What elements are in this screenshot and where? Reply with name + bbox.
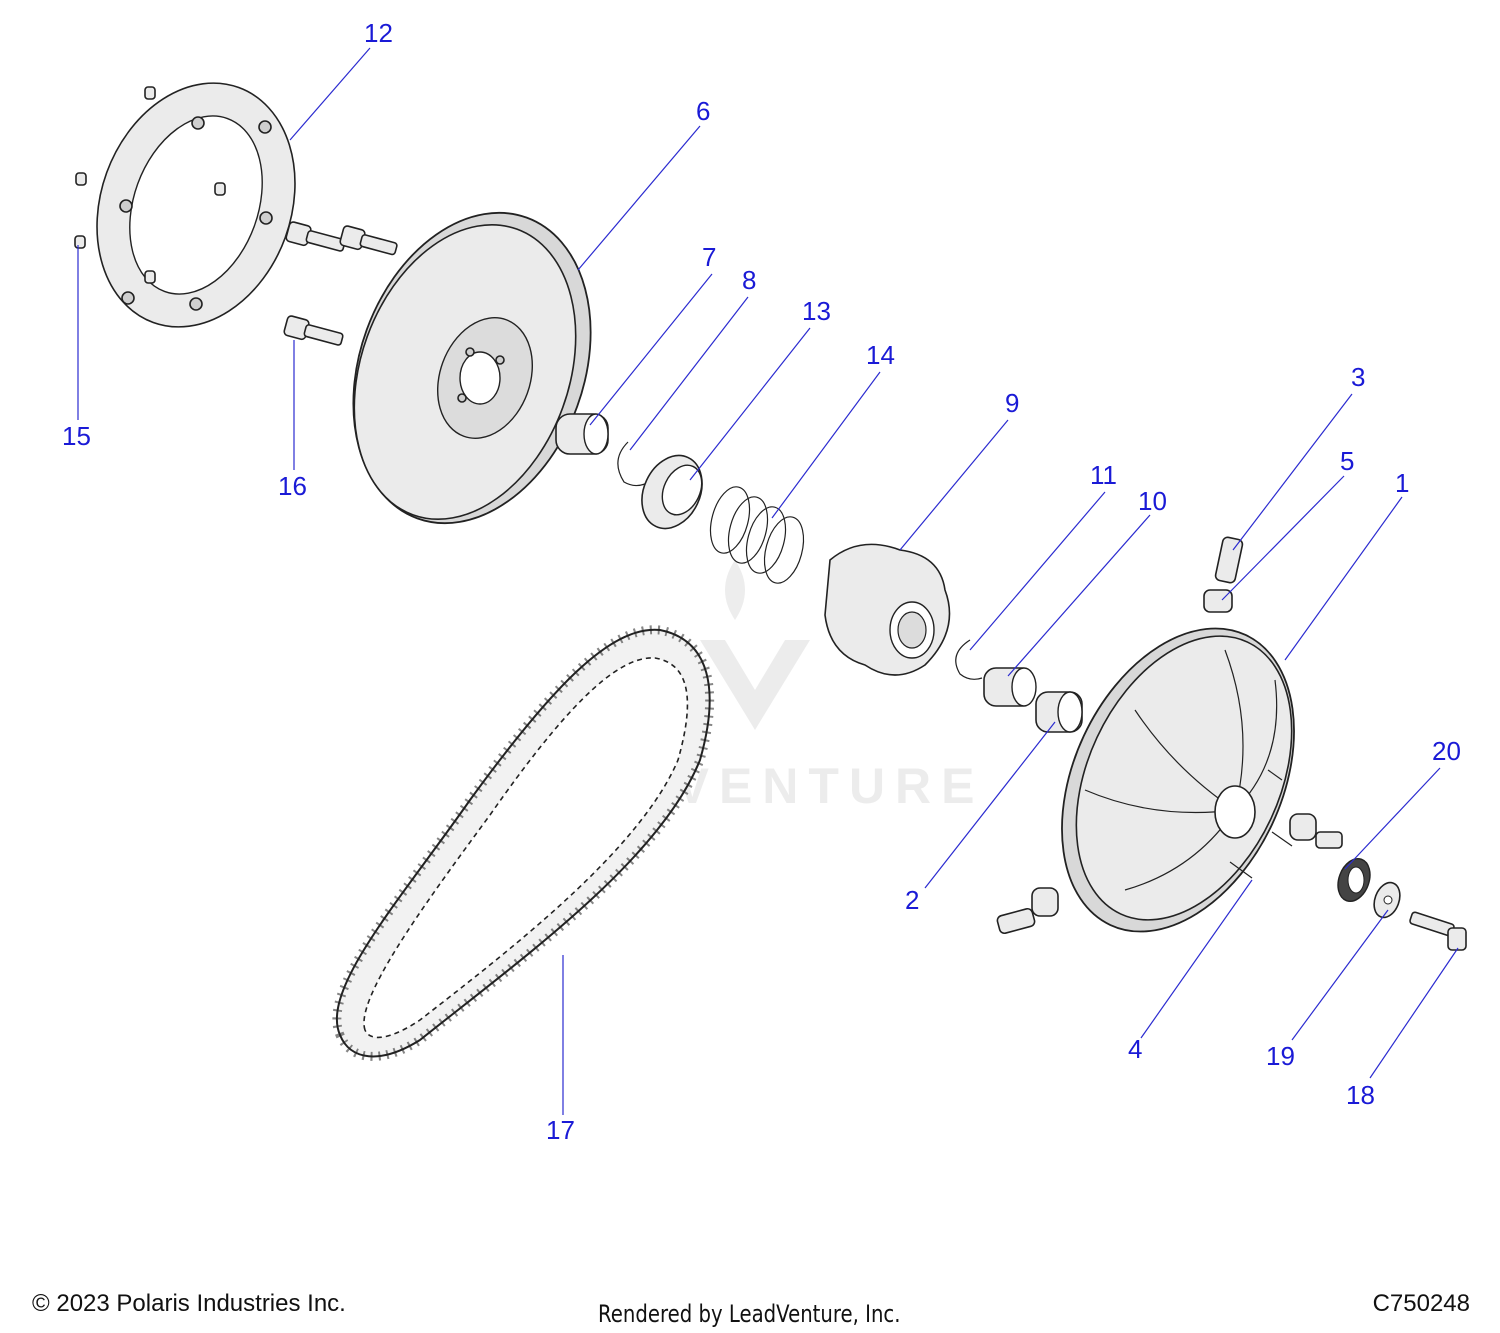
- part-18-bolt: [1409, 911, 1467, 951]
- callout-labels: 1 2 3 4 5 6 7 8 9 10 11 12 13 14 15 16 1…: [62, 18, 1461, 1145]
- callout-17: 17: [546, 1115, 575, 1145]
- callout-16: 16: [278, 471, 307, 501]
- callout-7: 7: [702, 242, 716, 272]
- callout-11: 11: [1090, 460, 1117, 490]
- weight-rollers: [996, 813, 1343, 935]
- callout-12: 12: [364, 18, 393, 48]
- callout-20: 20: [1432, 736, 1461, 766]
- part-3-pin: [1214, 536, 1244, 584]
- part-19-washer: [1373, 881, 1401, 919]
- part-6-stationary-sheave: [352, 211, 592, 525]
- callout-10: 10: [1138, 486, 1167, 516]
- callout-18: 18: [1346, 1080, 1375, 1110]
- part-17-drive-belt: [332, 625, 715, 1061]
- rendered-by-text: Rendered by LeadVenture, Inc.: [598, 1300, 901, 1328]
- part-5-roller: [1203, 589, 1233, 613]
- part-13-spring-cup: [641, 454, 703, 530]
- part-2-bushing: [1035, 691, 1083, 733]
- diagram-code: C750248: [1372, 1290, 1470, 1317]
- part-8-snap-ring: [617, 441, 653, 487]
- callout-3: 3: [1351, 362, 1365, 392]
- callout-2: 2: [905, 885, 919, 915]
- part-11-snap-ring: [955, 639, 983, 680]
- callout-5: 5: [1340, 446, 1354, 476]
- part-4-pin: [1229, 769, 1293, 879]
- callout-1: 1: [1395, 468, 1409, 498]
- callout-13: 13: [802, 296, 831, 326]
- callout-4: 4: [1128, 1034, 1142, 1064]
- callout-6: 6: [696, 96, 710, 126]
- part-16-bolts: [283, 221, 398, 346]
- part-20-seal: [1337, 857, 1371, 903]
- callout-9: 9: [1005, 388, 1019, 418]
- part-14-spring: [709, 486, 805, 584]
- copyright-text: © 2023 Polaris Industries Inc.: [32, 1290, 346, 1317]
- callout-14: 14: [866, 340, 895, 370]
- callout-15: 15: [62, 421, 91, 451]
- part-9-helix: [824, 543, 951, 676]
- callout-19: 19: [1266, 1041, 1295, 1071]
- part-7-bushing: [555, 413, 609, 455]
- part-1-movable-sheave: [1061, 627, 1295, 933]
- part-10-bushing: [983, 667, 1037, 707]
- callout-8: 8: [742, 265, 756, 295]
- part-12-ring-plate: [96, 82, 296, 328]
- leader-lines: [77, 47, 1459, 1115]
